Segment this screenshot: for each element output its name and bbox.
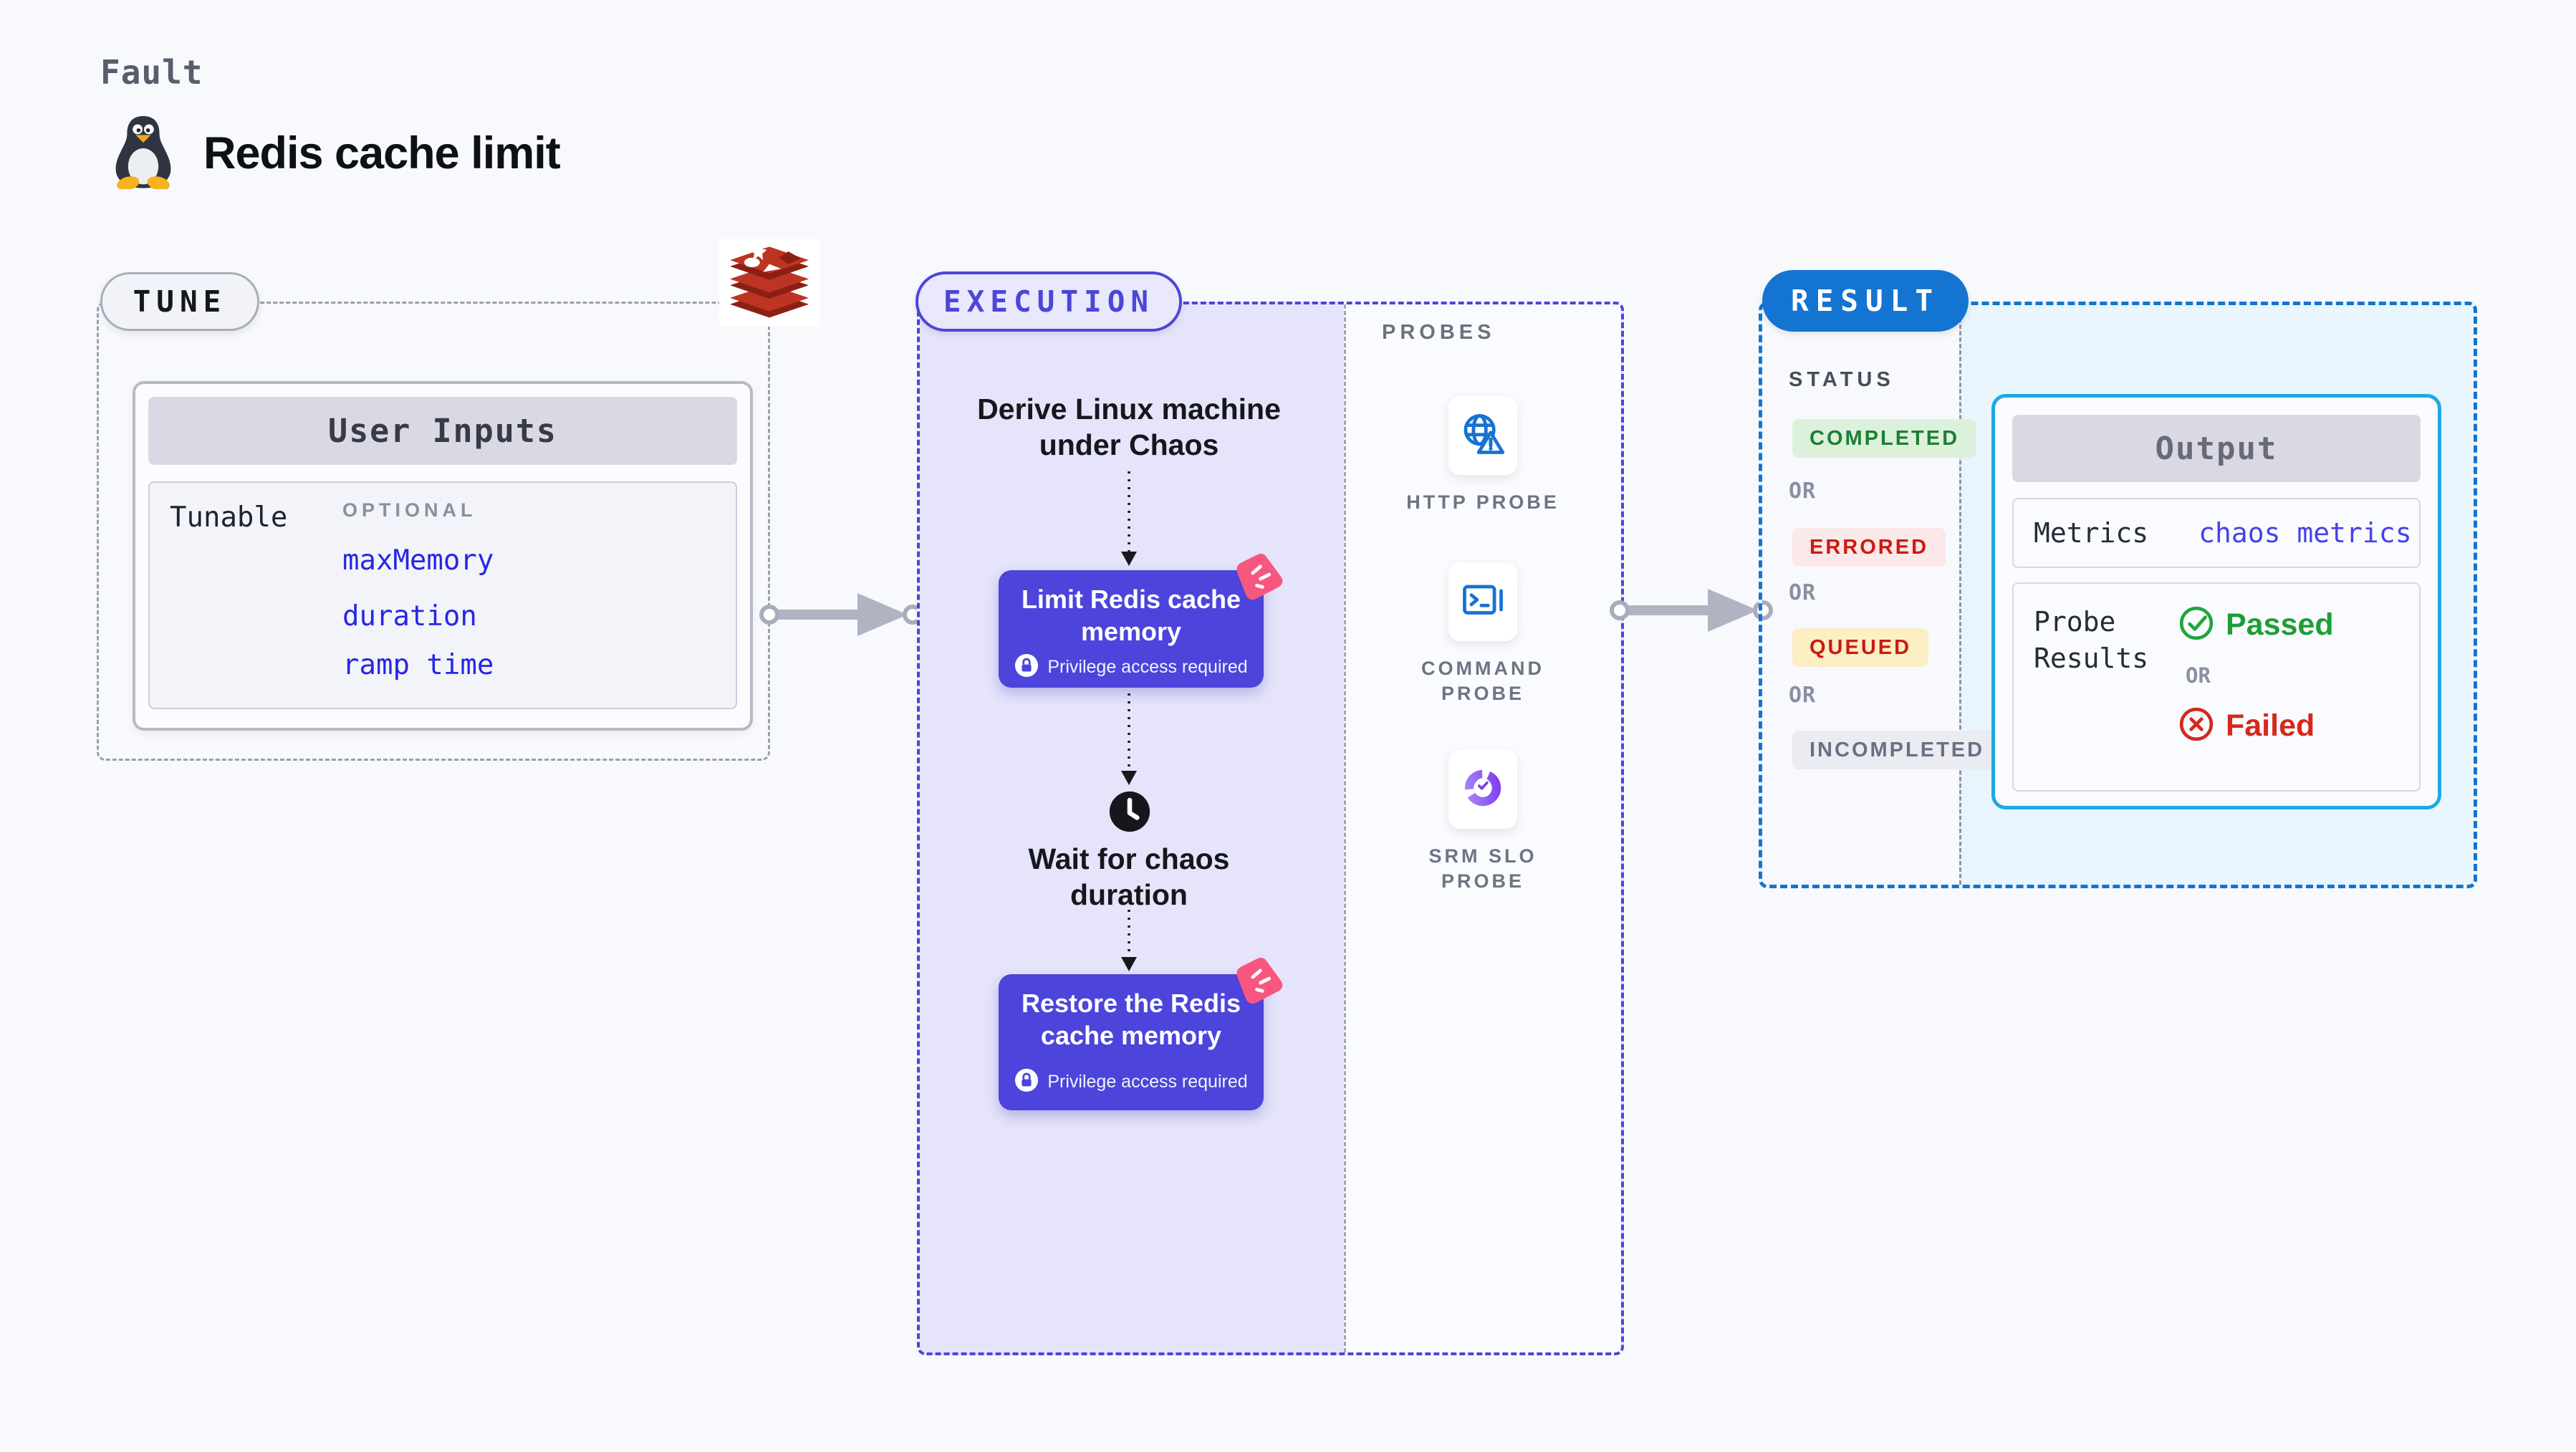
terminal-icon bbox=[1458, 575, 1508, 629]
flow-arrow-down bbox=[1113, 470, 1145, 571]
status-errored-pill: ERRORED bbox=[1792, 528, 1946, 567]
title-row: Redis cache limit bbox=[107, 113, 561, 193]
derive-step-text: Derive Linux machine under Chaos bbox=[977, 393, 1281, 462]
fault-kicker: Fault bbox=[100, 53, 203, 92]
result-badge: RESULT bbox=[1762, 270, 1969, 332]
x-circle-icon bbox=[2178, 706, 2214, 746]
limit-redis-cache-step: Limit Redis cache memory Privilege acces… bbox=[999, 553, 1283, 688]
user-inputs-body bbox=[148, 481, 737, 709]
redis-logo-icon bbox=[719, 239, 820, 327]
execution-to-result-arrow bbox=[1609, 582, 1775, 639]
privilege-row: Privilege access required bbox=[1014, 1068, 1248, 1096]
command-probe-card bbox=[1448, 562, 1517, 641]
output-header: Output bbox=[2012, 415, 2421, 482]
or-label: OR bbox=[1789, 580, 1817, 605]
or-label: OR bbox=[2186, 663, 2211, 688]
status-incompleted-pill: INCOMPLETED bbox=[1792, 731, 2002, 769]
param-duration: duration bbox=[342, 600, 477, 633]
check-circle-icon bbox=[2178, 605, 2214, 645]
status-separator bbox=[1959, 305, 1961, 885]
metrics-value: chaos metrics bbox=[2198, 517, 2412, 549]
lock-icon bbox=[1014, 653, 1039, 681]
chaos-sticker-icon bbox=[1235, 956, 1284, 1004]
probes-column-label: PROBES bbox=[1382, 321, 1496, 344]
wait-step-text: Wait for chaos duration bbox=[1028, 842, 1230, 912]
metrics-label: Metrics bbox=[2034, 517, 2149, 549]
flow-arrow-down bbox=[1113, 692, 1145, 790]
restore-redis-cache-step: Restore the Redis cache memory Privilege… bbox=[999, 957, 1283, 1110]
chaos-sticker-icon bbox=[1235, 552, 1284, 600]
param-maxmemory: maxMemory bbox=[342, 544, 494, 577]
passed-label: Passed bbox=[2226, 607, 2334, 642]
optional-label: OPTIONAL bbox=[342, 499, 477, 521]
srm-slo-probe-card bbox=[1448, 750, 1517, 829]
passed-line: Passed bbox=[2178, 605, 2334, 645]
status-column-label: STATUS bbox=[1789, 368, 1895, 391]
user-inputs-header: User Inputs bbox=[148, 397, 737, 465]
tune-section-box bbox=[97, 302, 770, 761]
tux-linux-icon bbox=[107, 113, 179, 193]
metrics-row: Metrics chaos metrics bbox=[2012, 498, 2421, 568]
or-label: OR bbox=[1789, 479, 1817, 504]
lock-icon bbox=[1014, 1068, 1039, 1096]
probe-results-values: Passed OR Failed bbox=[2178, 605, 2334, 746]
probe-results-label: Probe Results bbox=[2034, 606, 2149, 675]
slo-donut-icon bbox=[1458, 763, 1508, 817]
execution-badge: EXECUTION bbox=[915, 271, 1182, 332]
tune-badge: TUNE bbox=[100, 272, 259, 331]
http-probe-card bbox=[1448, 396, 1517, 475]
privilege-note: Privilege access required bbox=[1047, 657, 1248, 677]
failed-label: Failed bbox=[2226, 708, 2315, 743]
privilege-note: Privilege access required bbox=[1047, 1072, 1248, 1092]
status-completed-pill: COMPLETED bbox=[1792, 419, 1977, 458]
srm-slo-probe-label: SRM SLO PROBE bbox=[1428, 845, 1537, 893]
privilege-row: Privilege access required bbox=[1014, 653, 1248, 681]
probes-separator bbox=[1344, 304, 1346, 1352]
or-label: OR bbox=[1789, 683, 1817, 708]
status-queued-pill: QUEUED bbox=[1792, 628, 1929, 667]
output-card: Output Metrics chaos metrics Probe Resul… bbox=[1991, 394, 2441, 809]
limit-step-label: Limit Redis cache memory bbox=[1021, 585, 1241, 646]
http-probe-label: HTTP PROBE bbox=[1406, 491, 1559, 513]
param-ramp-time: ramp time bbox=[342, 649, 494, 681]
clock-icon bbox=[1108, 790, 1151, 833]
probe-results-row: Probe Results Passed OR bbox=[2012, 582, 2421, 792]
failed-line: Failed bbox=[2178, 706, 2334, 746]
tune-to-execution-arrow bbox=[759, 586, 925, 643]
tunable-label: Tunable bbox=[170, 501, 288, 534]
restore-step-label: Restore the Redis cache memory bbox=[1021, 989, 1241, 1050]
page-title: Redis cache limit bbox=[203, 128, 561, 178]
globe-alert-icon bbox=[1458, 409, 1508, 463]
flow-arrow-down bbox=[1113, 908, 1145, 976]
command-probe-label: COMMAND PROBE bbox=[1421, 658, 1544, 705]
